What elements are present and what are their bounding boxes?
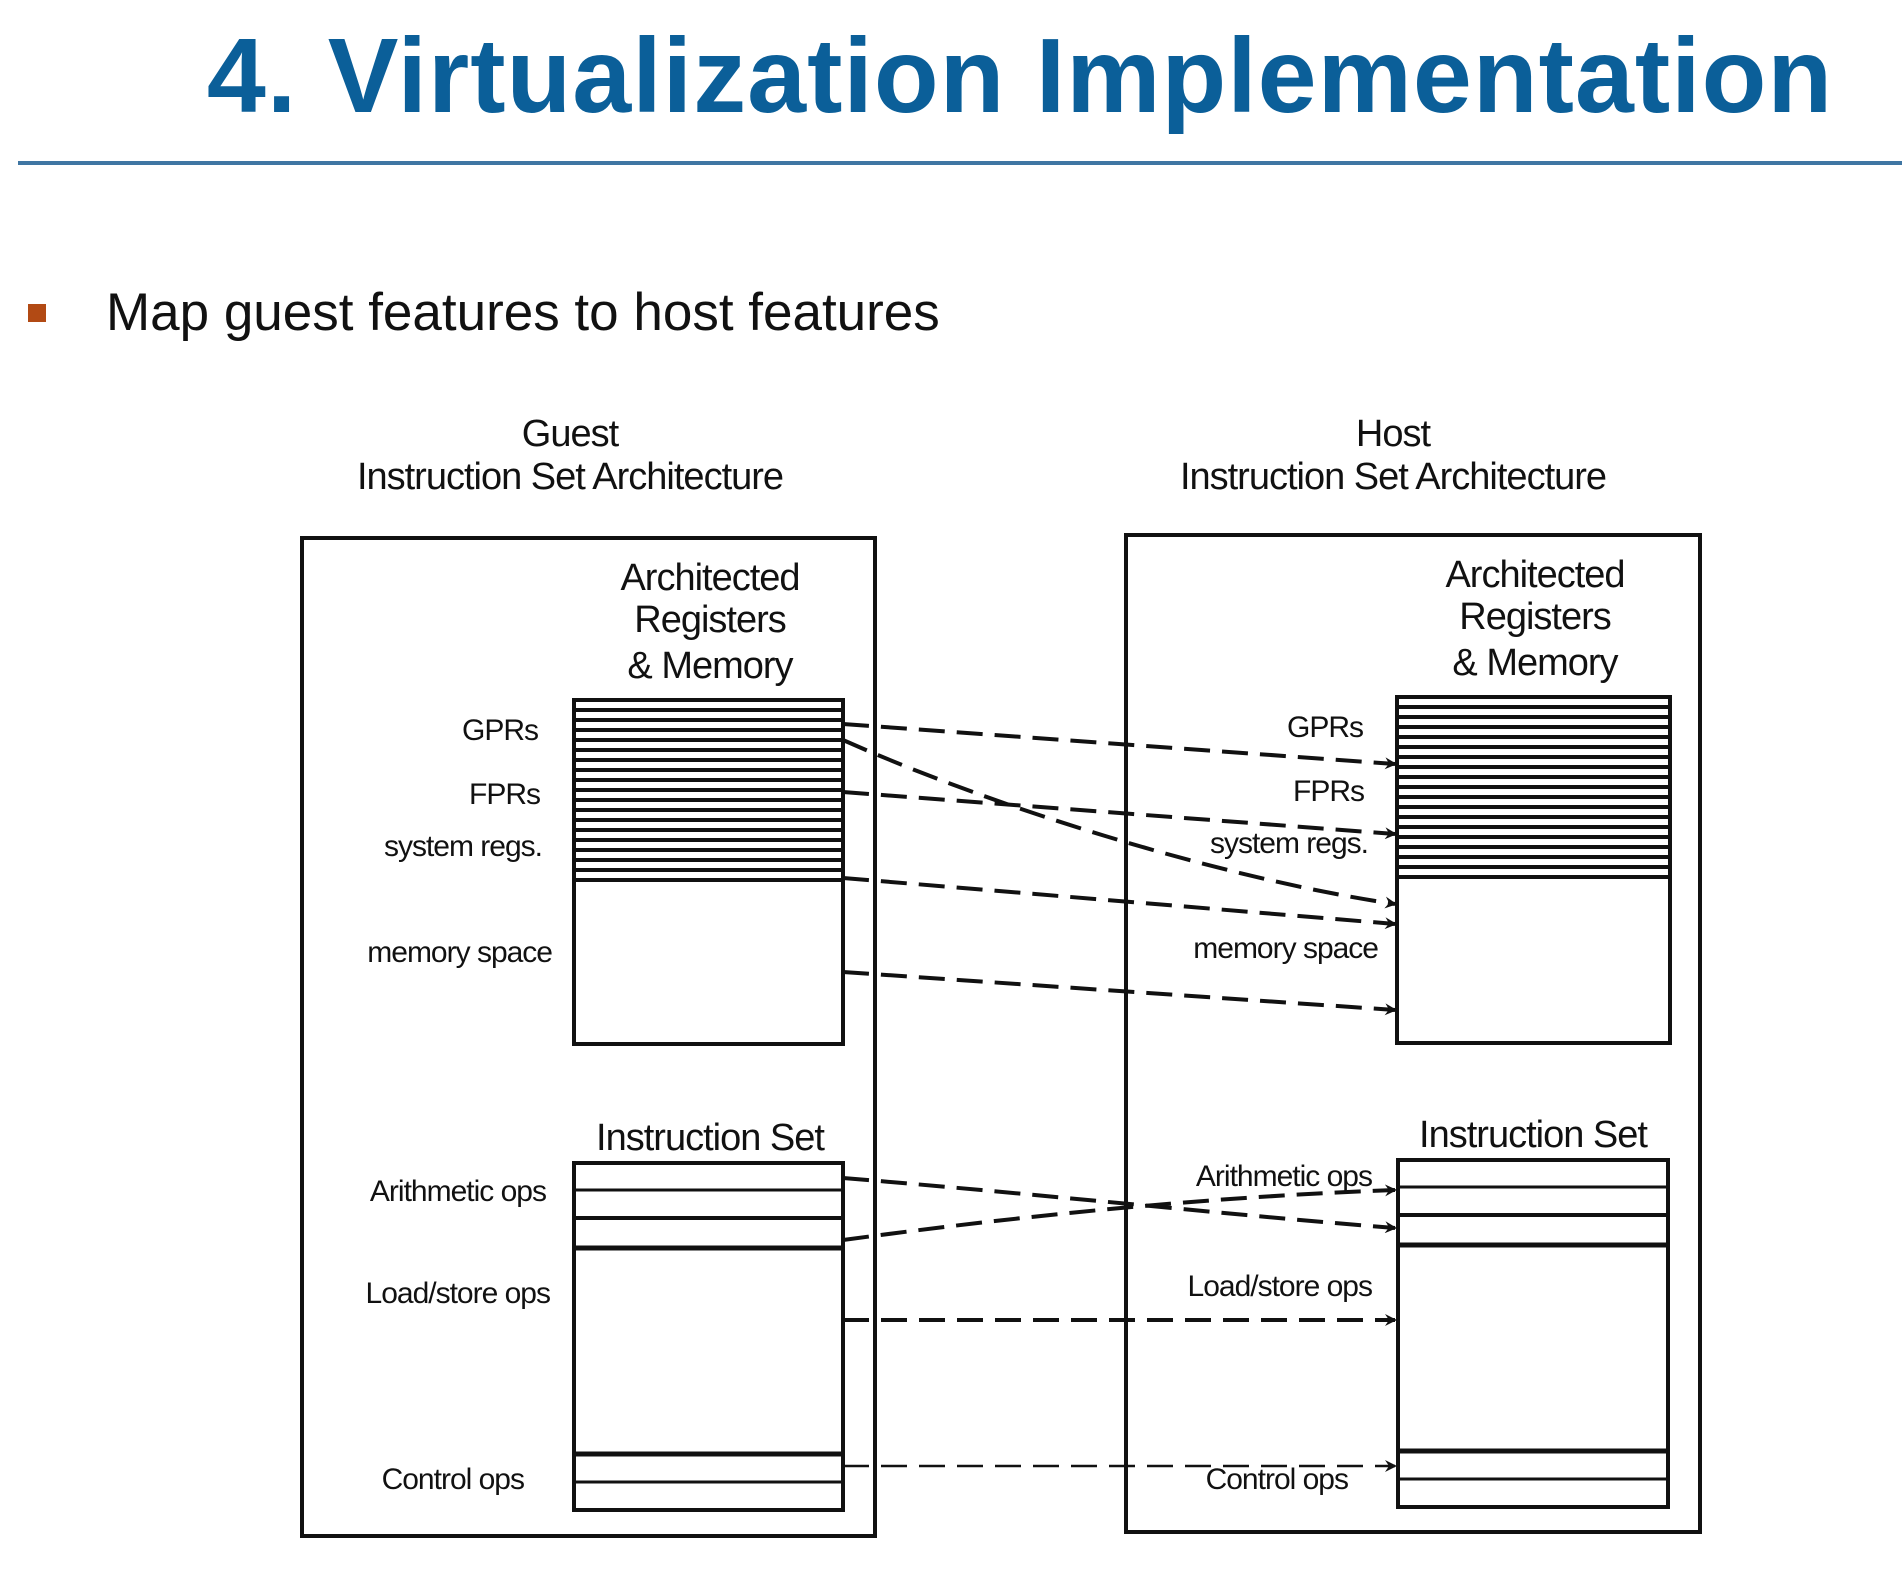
guest-label-gprs: GPRs: [462, 714, 538, 747]
guest-label-control-ops: Control ops: [382, 1463, 524, 1496]
host-register-file: [1395, 695, 1672, 1045]
guest-header-name: Guest: [522, 413, 620, 455]
guest-iset-title: Instruction Set: [596, 1117, 825, 1159]
host-header-name: Host: [1356, 413, 1432, 455]
guest-label-system-regs: system regs.: [384, 830, 542, 863]
guest-label-arithmetic-ops: Arithmetic ops: [370, 1175, 546, 1208]
guest-header-subtitle: Instruction Set Architecture: [357, 456, 783, 498]
host-iset-title: Instruction Set: [1419, 1114, 1648, 1156]
host-label-arithmetic-ops: Arithmetic ops: [1196, 1160, 1372, 1193]
host-label-memory-space: memory space: [1193, 932, 1378, 965]
mapping-arrow-gprs-to-memory: [842, 738, 1397, 909]
guest-register-file: [572, 698, 845, 1046]
bullet-text: Map guest features to host features: [106, 283, 940, 342]
guest-label-fprs: FPRs: [469, 778, 540, 811]
host-registers-title-line3: & Memory: [1452, 642, 1618, 684]
guest-registers-title-line1: Architected: [620, 557, 799, 599]
guest-instruction-table: [572, 1161, 845, 1512]
mapping-arrow-arithmetic-2: [842, 1184, 1397, 1242]
guest-isa-box: [300, 536, 877, 1538]
host-label-load-store-ops: Load/store ops: [1188, 1270, 1372, 1303]
host-instruction-table: [1396, 1158, 1670, 1509]
guest-isa: Guest Instruction Set Architecture Archi…: [300, 413, 877, 1538]
mapping-arrow-memory-space: [842, 970, 1397, 1016]
guest-register-memory-block: [572, 698, 845, 1046]
host-label-fprs: FPRs: [1293, 775, 1364, 808]
guest-registers-title-line2: Registers: [634, 599, 786, 641]
mapping-arrow-arithmetic-1: [842, 1176, 1397, 1234]
host-label-system-regs: system regs.: [1210, 827, 1368, 860]
mapping-arrow-gprs: [842, 722, 1397, 770]
slide-title: 4. Virtualization Implementation: [206, 17, 1834, 135]
mapping-arrow-fprs: [842, 790, 1397, 840]
host-label-gprs: GPRs: [1287, 711, 1363, 744]
guest-label-memory-space: memory space: [367, 936, 552, 969]
host-register-memory-block: [1395, 695, 1672, 1045]
host-registers-title-line2: Registers: [1459, 596, 1611, 638]
guest-registers-title-line3: & Memory: [627, 645, 793, 687]
host-label-control-ops: Control ops: [1206, 1463, 1348, 1496]
guest-label-load-store-ops: Load/store ops: [366, 1277, 550, 1310]
guest-instruction-block: [572, 1161, 845, 1512]
host-isa: Host Instruction Set Architecture Archit…: [1124, 413, 1702, 1534]
host-registers-title-line1: Architected: [1445, 554, 1624, 596]
host-isa-box: [1124, 533, 1702, 1534]
host-header-subtitle: Instruction Set Architecture: [1180, 456, 1606, 498]
title-divider: [18, 161, 1902, 165]
mapping-arrow-system-regs: [842, 876, 1397, 930]
square-bullet-icon: [28, 304, 46, 322]
mapping-arrows: [842, 722, 1397, 1472]
host-instruction-block: [1396, 1158, 1670, 1509]
